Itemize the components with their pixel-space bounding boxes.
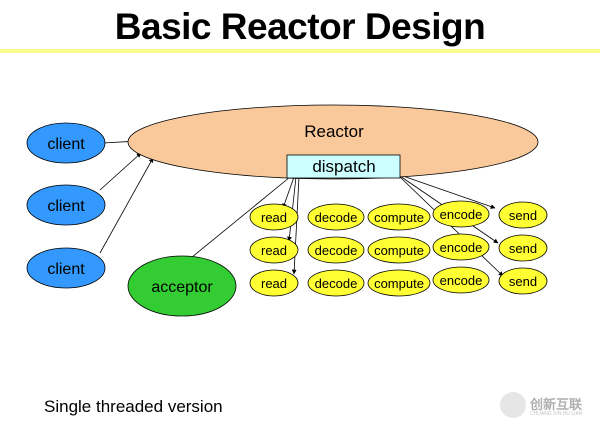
handler-label: send <box>509 241 537 256</box>
handler-decode <box>307 203 365 231</box>
handler-decode <box>307 269 365 297</box>
acceptor-node <box>127 255 237 317</box>
handler-label: compute <box>374 210 424 225</box>
logo-text: 创新互联 <box>530 397 583 412</box>
handler-grid: read decode compute encode send read decode com… <box>249 200 548 297</box>
handler-label: send <box>509 274 537 289</box>
handler-label: encode <box>440 207 483 222</box>
title-underline <box>0 49 600 53</box>
logo-icon <box>500 392 526 418</box>
client-node <box>26 247 106 289</box>
handler-encode <box>432 266 490 294</box>
handler-label: read <box>261 276 287 291</box>
handler-send <box>498 201 548 229</box>
handler-label: compute <box>374 243 424 258</box>
arrow-dispatch-read1 <box>282 176 295 209</box>
handler-label: encode <box>440 273 483 288</box>
dispatch-box <box>286 154 401 179</box>
client-label: client <box>47 198 85 215</box>
client-label: client <box>47 261 85 278</box>
handler-label: decode <box>315 276 358 291</box>
handler-compute <box>367 269 431 297</box>
logo-subtext: CHUANG XIN HU LIAN <box>530 411 583 417</box>
arrow-dispatch-acceptor <box>185 176 291 263</box>
handler-label: decode <box>315 243 358 258</box>
handler-compute <box>367 236 431 264</box>
handler-label: compute <box>374 276 424 291</box>
dispatch-label: dispatch <box>312 157 375 176</box>
handler-read <box>249 269 299 297</box>
handler-label: read <box>261 210 287 225</box>
arrow-client3-reactor <box>99 157 154 254</box>
arrow-client2-reactor <box>99 152 142 191</box>
handler-label: read <box>261 243 287 258</box>
handler-send <box>498 267 548 295</box>
acceptor-label: acceptor <box>151 279 213 296</box>
handler-encode <box>432 200 490 228</box>
arrow-dispatch-read3 <box>291 176 300 275</box>
watermark-logo: 创新互联 CHUANG XIN HU LIAN <box>500 390 596 422</box>
client-node <box>26 122 106 164</box>
client-label: client <box>47 136 85 153</box>
client-node <box>26 184 106 226</box>
handler-label: encode <box>440 240 483 255</box>
footer-caption: Single threaded version <box>44 397 223 416</box>
arrow-dispatch-send1 <box>399 174 496 209</box>
reactor-ellipse <box>127 104 539 180</box>
page-title: Basic Reactor Design <box>114 6 486 47</box>
handler-label: send <box>509 208 537 223</box>
handler-decode <box>307 236 365 264</box>
handler-read <box>249 203 299 231</box>
handler-encode <box>432 233 490 261</box>
reactor-label: Reactor <box>304 122 364 141</box>
handler-label: decode <box>315 210 358 225</box>
handler-read <box>249 236 299 264</box>
handler-send <box>498 234 548 262</box>
handler-compute <box>367 203 431 231</box>
